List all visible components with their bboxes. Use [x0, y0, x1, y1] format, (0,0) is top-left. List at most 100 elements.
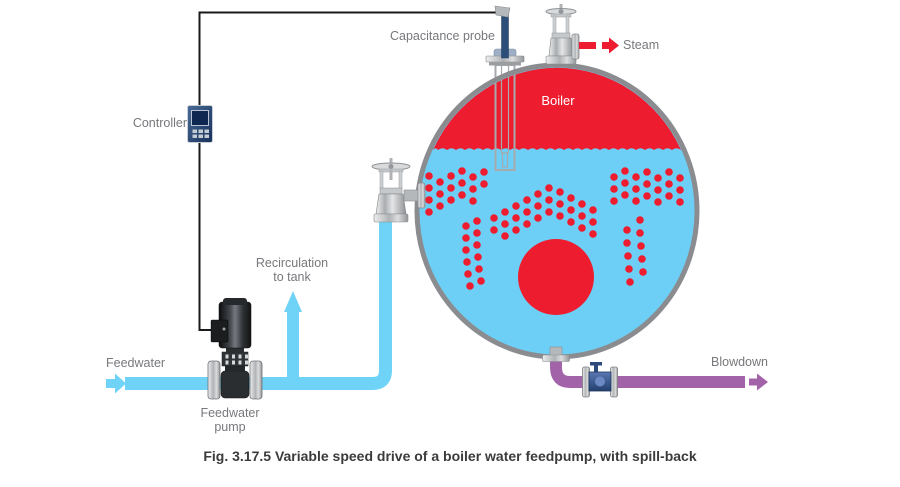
bubble-dot [523, 208, 531, 216]
bubble-dot [474, 253, 482, 261]
bubble-dot [425, 196, 433, 204]
bubble-dot [589, 206, 597, 214]
blowdown-valve [582, 362, 618, 398]
bubble-dot [665, 192, 673, 200]
controller-buttons [192, 129, 209, 138]
capacitance-probe-label: Capacitance probe [390, 29, 495, 43]
bubble-dot [643, 192, 651, 200]
feed-valve [371, 158, 426, 223]
bubble-dot [436, 190, 444, 198]
blowdown-arrow-icon [749, 373, 768, 391]
feedwater-label: Feedwater [106, 356, 166, 370]
bubble-dot [436, 202, 444, 210]
bubble-dot [638, 255, 646, 263]
bubble-dot [589, 218, 597, 226]
feedwater-pump-label: Feedwater pump [180, 406, 280, 434]
recirculation-arrow-icon [284, 291, 302, 312]
bubble-dot [512, 214, 520, 222]
figure-caption: Fig. 3.17.5 Variable speed drive of a bo… [203, 448, 697, 464]
capacitance-probe [485, 5, 525, 66]
steam-space [433, 67, 681, 150]
bubble-dot [480, 180, 488, 188]
bubble-dot [534, 202, 542, 210]
bubble-dot [473, 217, 481, 225]
bubble-dot [632, 197, 640, 205]
bubble-dot [466, 282, 474, 290]
bubble-dot [545, 184, 553, 192]
bubble-dot [654, 186, 662, 194]
bubble-dot [637, 242, 645, 250]
steam-arrow-icon [602, 37, 619, 54]
bubble-dot [556, 212, 564, 220]
bubble-dot [610, 173, 618, 181]
bubble-dot [632, 185, 640, 193]
bubble-dot [654, 198, 662, 206]
bubble-dot [556, 188, 564, 196]
bubble-dot [567, 206, 575, 214]
bubble-dot [623, 239, 631, 247]
bubble-dot [610, 197, 618, 205]
bubble-dot [556, 200, 564, 208]
bubble-dot [458, 167, 466, 175]
water-bubbles [425, 167, 684, 290]
bubble-dot [458, 179, 466, 187]
feedwater-arrow-icon [106, 373, 126, 394]
controller-device [187, 105, 213, 143]
bubble-dot [523, 196, 531, 204]
bubble-dot [625, 265, 633, 273]
blowdown-pipe [550, 358, 745, 388]
bubble-dot [458, 191, 466, 199]
bubble-dot [621, 167, 629, 175]
bubble-dot [676, 198, 684, 206]
bubble-dot [665, 180, 673, 188]
bubble-dot [578, 212, 586, 220]
bubble-dot [654, 174, 662, 182]
bubble-dot [447, 184, 455, 192]
steam-pipe [579, 42, 596, 49]
bubble-dot [473, 229, 481, 237]
bubble-dot [447, 196, 455, 204]
steam-valve [545, 4, 580, 65]
bubble-dot [578, 224, 586, 232]
bubble-dot [464, 270, 472, 278]
bubble-dot [643, 168, 651, 176]
bubble-dot [567, 218, 575, 226]
bubble-dot [610, 185, 618, 193]
bubble-dot [425, 184, 433, 192]
bubble-dot [676, 174, 684, 182]
bubble-dot [501, 232, 509, 240]
bubble-dot [676, 186, 684, 194]
bubble-dot [643, 180, 651, 188]
boiler-vessel [414, 62, 700, 360]
bubble-dot [469, 173, 477, 181]
bubble-dot [469, 197, 477, 205]
recirculation-label-line1: Recirculation [255, 256, 329, 270]
bubble-dot [621, 179, 629, 187]
bubble-dot [436, 178, 444, 186]
blowdown-label: Blowdown [711, 355, 768, 369]
bubble-dot [589, 230, 597, 238]
bubble-dot [462, 234, 470, 242]
bubble-dot [462, 222, 470, 230]
bubble-dot [477, 277, 485, 285]
bubble-dot [512, 226, 520, 234]
bubble-dot [475, 265, 483, 273]
bubble-dot [632, 173, 640, 181]
feedwater-pump [207, 298, 263, 400]
bubble-dot [623, 226, 631, 234]
boiler-label: Boiler [541, 93, 575, 108]
bubble-dot [545, 208, 553, 216]
bubble-dot [626, 278, 634, 286]
bubble-dot [567, 194, 575, 202]
bubble-dot [425, 208, 433, 216]
control-signal-line [198, 11, 498, 331]
bubble-dot [636, 229, 644, 237]
bubble-dot [469, 185, 477, 193]
bubble-dot [523, 220, 531, 228]
bubble-dot [501, 220, 509, 228]
bubble-dot [512, 202, 520, 210]
bubble-dot [501, 208, 509, 216]
bubble-dot [463, 258, 471, 266]
steam-label: Steam [623, 38, 660, 52]
